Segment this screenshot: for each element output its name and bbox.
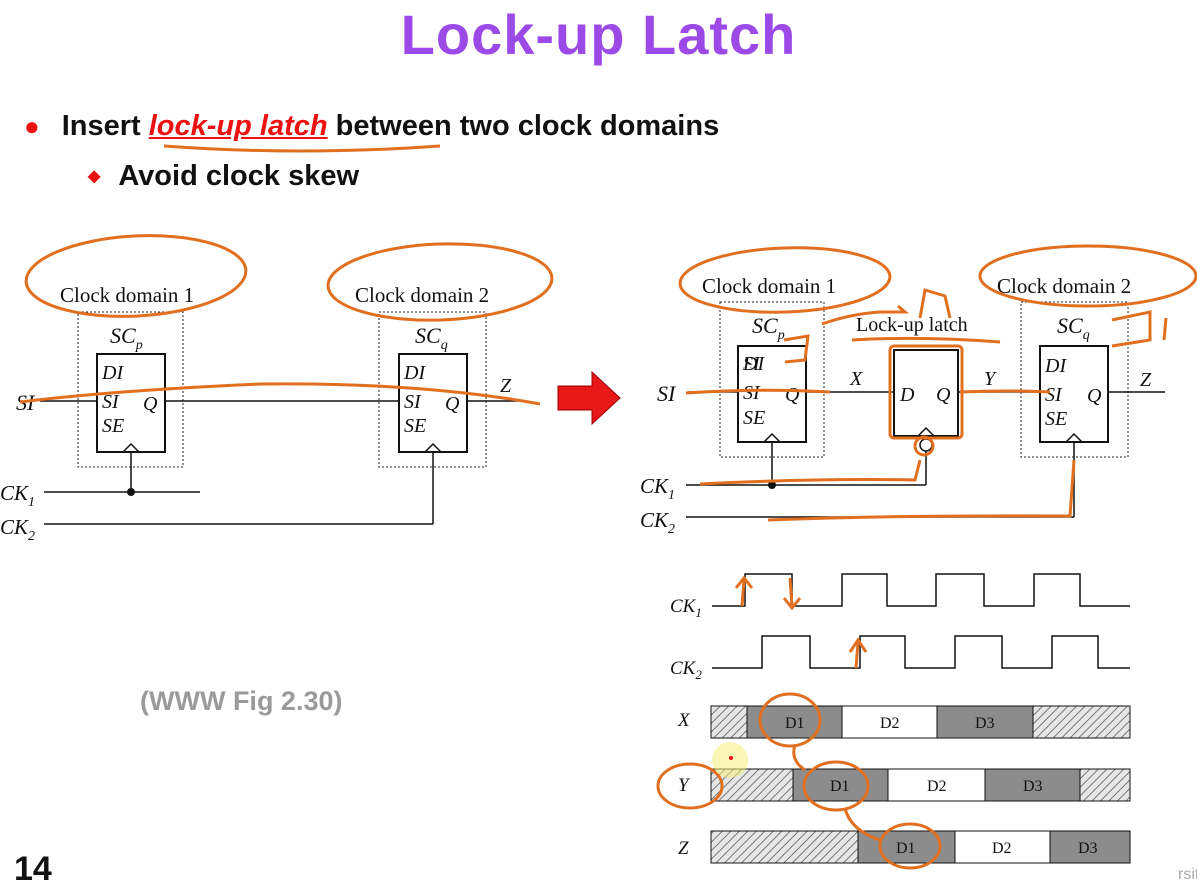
left-annotations: [19, 234, 554, 406]
bullet1-highlight: lock-up latch: [148, 110, 328, 142]
right-domain1-label: Clock domain 1: [702, 274, 836, 298]
x-bus: D1 D2 D3: [710, 705, 1131, 739]
cursor-highlight-icon: [712, 742, 748, 778]
y-bus: D1 D2 D3: [710, 768, 1131, 802]
pin-q: Q: [1087, 385, 1102, 407]
pin-si: SI: [404, 391, 422, 413]
right-ck1-label: CK1: [640, 474, 675, 503]
pin-se: SE: [1045, 408, 1067, 430]
z-d2: D2: [992, 840, 1012, 857]
right-domain2-label: Clock domain 2: [997, 274, 1131, 298]
pin-se: SE: [404, 415, 426, 437]
right-ck2-label: CK2: [640, 508, 675, 537]
ck1-waveform: [712, 573, 1130, 607]
bullet2-text: Avoid clock skew: [118, 160, 360, 192]
timing-annotations: [656, 575, 942, 870]
bullet-insert-latch: ● Insert lock-up latch between two clock …: [24, 110, 719, 143]
right-cell2-pins: DI SI SE Q: [1044, 355, 1102, 430]
pin-si: SI: [743, 382, 761, 404]
latch-pin-q: Q: [936, 384, 951, 406]
y-d1: D1: [830, 778, 850, 795]
y-label: Y: [984, 368, 997, 390]
latch-pin-d: D: [899, 384, 915, 406]
left-scan-cell2: [398, 353, 468, 453]
z-d3: D3: [1078, 840, 1098, 857]
left-cell2-label: SCq: [415, 323, 448, 353]
right-domain1-box: [719, 301, 825, 458]
pin-di: DI: [101, 362, 124, 384]
right-annotations: [678, 244, 1197, 522]
right-cell1-label: SCp: [752, 313, 785, 343]
right-cell2-label: SCq: [1057, 313, 1090, 343]
left-cell1-label: SCp: [110, 323, 143, 353]
left-cell2-pins: DI SI SE Q: [403, 362, 460, 437]
left-scan-cell1: [96, 353, 166, 453]
pin-q: Q: [445, 393, 460, 415]
left-ck1-label: CK1: [0, 481, 35, 510]
left-domain2-box: [378, 311, 487, 468]
cursor-dot-icon: [729, 756, 733, 760]
pin-q: Q: [143, 393, 158, 415]
left-domain2-label: Clock domain 2: [355, 283, 489, 307]
bullet-diamond-icon: ◆: [88, 168, 101, 185]
pin-di: DI: [742, 353, 765, 375]
z-d1: D1: [896, 840, 916, 857]
left-diagram: Clock domain 1 Clock domain 2 SCp SCq DI…: [0, 283, 525, 544]
slide-title: Lock-up Latch: [400, 3, 797, 66]
pin-se: SE: [743, 407, 765, 429]
right-scan-cell2: [1039, 345, 1109, 443]
left-z-label: Z: [500, 375, 512, 397]
pin-di: DI: [1044, 355, 1067, 377]
pin-se: SE: [102, 415, 124, 437]
left-cell1-pins: DI SI SE Q: [101, 362, 158, 437]
pin-q: Q: [785, 384, 800, 406]
bullet1-prefix: Insert: [61, 110, 149, 142]
bullet-avoid-skew: ◆ Avoid clock skew: [88, 160, 359, 193]
figure-reference: (WWW Fig 2.30): [140, 686, 343, 716]
timing-z-label: Z: [678, 838, 689, 859]
transform-arrow-icon: [557, 370, 621, 426]
bullet1-suffix: between two clock domains: [327, 110, 720, 142]
x-label: X: [849, 368, 863, 390]
x-d2: D2: [880, 715, 900, 732]
timing-y-label: Y: [678, 775, 691, 796]
z-bus: D1 D2 D3: [710, 830, 1131, 864]
pin-di: DI: [403, 362, 426, 384]
right-z-label: Z: [1140, 369, 1152, 391]
lockup-latch: [893, 349, 959, 437]
slide-number: 14: [14, 850, 52, 888]
svg-text:..: ..: [743, 353, 753, 375]
x-d3: D3: [975, 715, 995, 732]
x-d1: D1: [785, 715, 805, 732]
pin-si: SI: [102, 391, 120, 413]
y-d3: D3: [1023, 778, 1043, 795]
y-d2: D2: [927, 778, 947, 795]
ck2-waveform: [712, 635, 1130, 669]
left-ck2-label: CK2: [0, 515, 35, 544]
pin-di: SI: [743, 353, 761, 375]
right-si-label: SI: [657, 381, 677, 406]
latch-pins: D Q: [899, 384, 951, 406]
timing-diagram: CK1 CK2 X Y Z D1 D2 D3 D1 D2 D3: [670, 573, 1131, 864]
left-domain1-label: Clock domain 1: [60, 283, 194, 307]
timing-ck1-label: CK1: [670, 596, 702, 620]
right-diagram: Clock domain 1 Clock domain 2 Lock-up la…: [640, 274, 1165, 537]
timing-x-label: X: [677, 710, 691, 731]
pin-si: SI: [1045, 384, 1063, 406]
latch-label: Lock-up latch: [856, 314, 968, 336]
corner-text: rsit: [1178, 866, 1197, 883]
right-domain2-box: [1020, 301, 1129, 458]
timing-ck2-label: CK2: [670, 658, 702, 682]
highlight-underline: [163, 144, 441, 153]
bullet-dot-icon: ●: [24, 111, 40, 141]
